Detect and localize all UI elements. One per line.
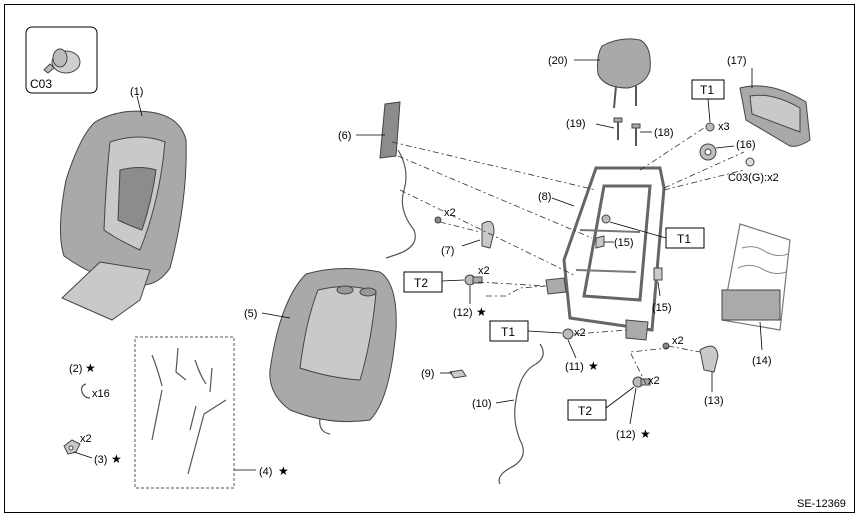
label-part-8: (8): [538, 191, 551, 203]
qty-part-12b: x2: [648, 375, 660, 387]
qty-part-7: x2: [444, 207, 456, 219]
harness-part-10: [498, 343, 544, 485]
qty-part-2: x16: [92, 388, 110, 400]
qty-part-13: x2: [672, 335, 684, 347]
connector-part-9: [449, 369, 467, 379]
lumbar-spring-part: [721, 223, 791, 331]
label-part-7: (7): [441, 245, 454, 257]
svg-text:T2: T2: [578, 404, 592, 418]
svg-text:T1: T1: [501, 325, 515, 339]
headrest-guide-19: [613, 117, 623, 140]
label-part-15b: (15): [652, 302, 672, 314]
legend-c03: C03: [25, 26, 98, 94]
label-part-1: (1): [130, 86, 143, 98]
qty-part-3: x2: [80, 433, 92, 445]
clip-part-15a: [595, 235, 605, 249]
label-part-3: (3): [94, 454, 107, 466]
diagram-border: [4, 4, 855, 513]
star-4: ★: [278, 464, 289, 478]
star-3: ★: [111, 452, 122, 466]
svg-text:T2: T2: [414, 276, 428, 290]
bracket-part-7: [434, 216, 495, 249]
qty-part-16: x3: [718, 121, 730, 133]
clip-icon: [43, 48, 81, 74]
bolt-part-12a: [464, 274, 483, 286]
diagram-id: SE-12369: [797, 498, 846, 510]
label-part-10: (10): [472, 398, 492, 410]
seat-cushion-part: [269, 267, 397, 435]
star-2: ★: [85, 361, 96, 375]
label-part-9: (9): [421, 368, 434, 380]
back-panel-part: [739, 85, 811, 167]
torque-t1-mid: T1: [489, 320, 563, 342]
c-ring-icon: [80, 383, 91, 399]
svg-text:T1: T1: [677, 232, 691, 246]
bolt-part-12b: [632, 376, 651, 388]
label-part-12b: (12): [616, 429, 636, 441]
label-part-5: (5): [244, 308, 257, 320]
label-part-6: (6): [338, 130, 351, 142]
torque-t2-left: T2: [403, 271, 465, 293]
label-part-18: (18): [654, 127, 674, 139]
star-12b: ★: [640, 427, 651, 441]
legend-code: C03: [30, 77, 52, 91]
label-part-2: (2): [69, 363, 82, 375]
torque-t1-top: T1: [691, 79, 725, 123]
nut-part-11: [562, 328, 574, 340]
qty-part-12a: x2: [478, 265, 490, 277]
bracket-part-13: [662, 342, 719, 373]
svg-text:T1: T1: [700, 83, 714, 97]
torque-t1-right: T1: [609, 221, 705, 249]
label-part-14: (14): [752, 355, 772, 367]
clip-note-17: C03(G):x2: [728, 172, 779, 184]
label-part-15a: (15): [614, 237, 634, 249]
torque-t2-bottom: T2: [567, 386, 635, 421]
label-part-4: (4): [259, 466, 272, 478]
alignment-lines: [391, 127, 745, 385]
headrest-guide-18: [631, 123, 641, 146]
label-part-13: (13): [704, 395, 724, 407]
star-11: ★: [588, 359, 599, 373]
label-part-12a: (12): [453, 307, 473, 319]
qty-part-11: x2: [574, 327, 586, 339]
label-part-20: (20): [548, 55, 568, 67]
seat-frame-part: [545, 166, 666, 341]
headrest-part: [597, 38, 651, 109]
clip-part-15b: [653, 267, 663, 281]
clip-part-3: [63, 439, 81, 455]
guide-part-16: [699, 122, 717, 161]
star-12a: ★: [476, 305, 487, 319]
label-part-11: (11): [565, 361, 584, 373]
wire-set-box: [134, 336, 235, 489]
label-part-16: (16): [736, 139, 756, 151]
label-part-19: (19): [566, 118, 586, 130]
label-part-17: (17): [727, 55, 747, 67]
side-panel-part: [379, 101, 416, 259]
seat-back-cover-part: [59, 95, 187, 321]
